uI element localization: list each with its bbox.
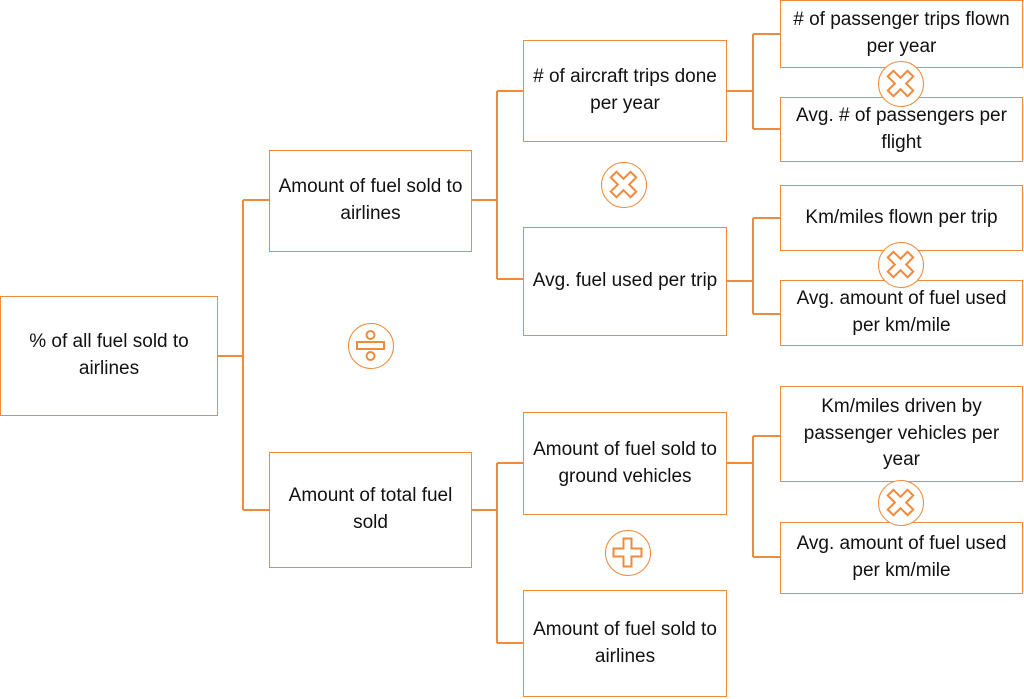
multiply-icon bbox=[878, 242, 924, 288]
avg-fuel-per-trip-node: Avg. fuel used per trip bbox=[523, 227, 727, 336]
fuel-sold-to-airlines-node-2: Amount of fuel sold to airlines bbox=[523, 590, 727, 697]
fuel-sold-to-airlines-node: Amount of fuel sold to airlines bbox=[269, 150, 472, 252]
multiply-icon bbox=[601, 162, 647, 208]
multiply-icon bbox=[878, 480, 924, 526]
km-flown-per-trip-node: Km/miles flown per trip bbox=[780, 185, 1023, 251]
root-node: % of all fuel sold to airlines bbox=[0, 296, 218, 416]
divide-icon bbox=[348, 323, 394, 369]
aircraft-trips-node: # of aircraft trips done per year bbox=[523, 40, 727, 142]
fuel-sold-to-ground-vehicles-node: Amount of fuel sold to ground vehicles bbox=[523, 412, 727, 515]
avg-fuel-per-km-ground-node: Avg. amount of fuel used per km/mile bbox=[780, 522, 1023, 594]
avg-passengers-node: Avg. # of passengers per flight bbox=[780, 97, 1023, 162]
km-driven-node: Km/miles driven by passenger vehicles pe… bbox=[780, 386, 1023, 482]
plus-icon bbox=[605, 530, 651, 576]
total-fuel-sold-node: Amount of total fuel sold bbox=[269, 452, 472, 568]
multiply-icon bbox=[878, 61, 924, 107]
avg-fuel-per-km-air-node: Avg. amount of fuel used per km/mile bbox=[780, 280, 1023, 346]
passenger-trips-node: # of passenger trips flown per year bbox=[780, 0, 1023, 68]
